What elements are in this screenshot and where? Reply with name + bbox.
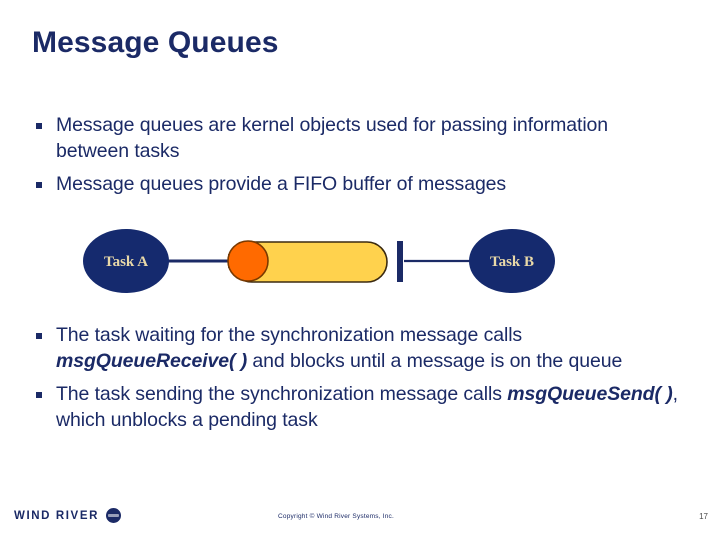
bullet-text-prefix: The task sending the synchronization mes… [56,383,508,405]
copyright-notice: Copyright © Wind River Systems, Inc. [278,513,395,520]
blocking-barrier-shape [397,241,403,282]
logo-text: WIND RIVER [14,509,99,522]
task-a-node: Task A [83,229,169,293]
bullet-list-bottom: The task waiting for the synchronization… [36,322,686,440]
list-item: Message queues are kernel objects used f… [36,112,686,164]
api-name-receive: msgQueueReceive( ) [56,350,248,372]
list-item: The task waiting for the synchronization… [36,322,686,374]
message-queue-diagram: Task A Task B [0,224,720,310]
wind-river-logo: WIND RIVER [14,508,121,523]
api-name-send: msgQueueSend( ) [507,383,673,405]
bullet-text-suffix: , which unblocks a pending task [56,383,678,431]
wind-river-emblem-icon [106,508,121,523]
square-bullet-icon [36,333,42,339]
slide-footer: WIND RIVER Copyright © Wind River System… [0,496,720,540]
bullet-text: Message queues provide a FIFO buffer of … [56,173,507,195]
square-bullet-icon [36,392,42,398]
bullet-text: Message queues are kernel objects used f… [56,114,609,162]
square-bullet-icon [36,182,42,188]
list-item: Message queues provide a FIFO buffer of … [36,171,686,197]
page-number: 17 [699,512,708,521]
bullet-text: The task sending the synchronization mes… [56,381,686,433]
list-item: The task sending the synchronization mes… [36,381,686,433]
bullet-text-prefix: The task waiting for the synchronization… [56,324,523,346]
page-title: Message Queues [32,26,279,59]
square-bullet-icon [36,123,42,129]
task-a-label: Task A [104,254,148,270]
bullet-text-suffix: and blocks until a message is on the que… [247,350,623,372]
task-b-label: Task B [490,254,534,270]
message-token-shape [227,240,269,282]
task-b-node: Task B [469,229,555,293]
bullet-text: The task waiting for the synchronization… [56,322,686,374]
bullet-list-top: Message queues are kernel objects used f… [36,112,686,204]
